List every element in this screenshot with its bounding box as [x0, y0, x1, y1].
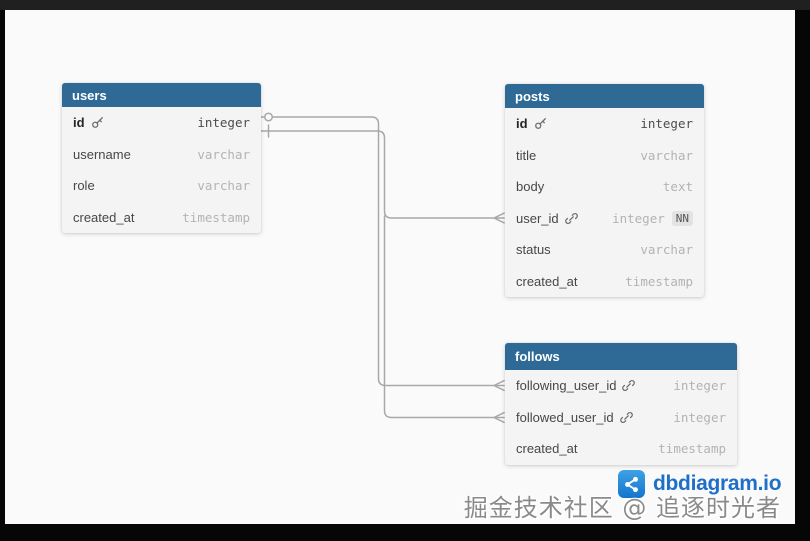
link-icon [564, 212, 578, 225]
field-row-follows-created_at[interactable]: created_at timestamp [505, 433, 737, 465]
field-name: title [516, 147, 537, 163]
table-header-follows[interactable]: follows [505, 343, 737, 370]
field-row-posts-user_id[interactable]: user_id integer NN [505, 203, 704, 235]
table-header-users[interactable]: users [62, 83, 261, 107]
relationship-lines-layer [260, 112, 505, 424]
field-row-users-role[interactable]: role varchar [62, 170, 261, 202]
field-type: timestamp [625, 273, 693, 289]
field-type: text [662, 179, 693, 195]
table-posts[interactable]: posts id integer title varchar body text user_i… [505, 84, 704, 297]
table-title: follows [515, 349, 560, 364]
field-row-posts-created_at[interactable]: created_at timestamp [505, 266, 704, 298]
field-type: varchar [197, 146, 250, 162]
cardinality-one-circle-marker [263, 112, 274, 122]
watermark-text: 掘金技术社区 @ 追逐时光者 [463, 494, 781, 522]
screenshot-frame-top [0, 0, 810, 10]
diagram-canvas[interactable]: users id integer username varchar role varchar… [5, 10, 795, 524]
field-name: role [73, 178, 95, 194]
field-type: integer [197, 115, 250, 131]
field-type: varchar [640, 147, 693, 163]
not-null-badge: NN [671, 210, 693, 226]
field-row-posts-title[interactable]: title varchar [505, 140, 704, 172]
field-name: created_at [516, 273, 578, 289]
field-type: integer [673, 409, 726, 425]
field-type: varchar [197, 178, 250, 194]
link-icon [622, 379, 636, 392]
field-name: body [516, 179, 545, 195]
field-row-follows-following_user_id[interactable]: following_user_id integer [505, 370, 737, 402]
field-row-users-username[interactable]: username varchar [62, 139, 261, 171]
relationship-line-users-follows-followed[interactable] [383, 215, 505, 424]
field-name: user_id [516, 210, 559, 226]
table-header-posts[interactable]: posts [505, 84, 704, 108]
field-row-users-id[interactable]: id integer [62, 107, 261, 139]
table-title: users [72, 87, 107, 103]
key-icon [91, 116, 104, 129]
field-type: timestamp [658, 441, 726, 457]
field-type: integer [640, 116, 693, 132]
field-name: created_at [516, 441, 578, 457]
field-row-posts-body[interactable]: body text [505, 171, 704, 203]
field-name: following_user_id [516, 378, 617, 394]
field-type: timestamp [182, 209, 250, 225]
relationship-line-users-follows-following[interactable] [260, 116, 505, 392]
field-type: varchar [640, 242, 693, 258]
field-row-posts-status[interactable]: status varchar [505, 234, 704, 266]
share-icon [618, 470, 645, 498]
logo-text: dbdiagram.io [653, 472, 782, 495]
field-name: created_at [73, 209, 135, 225]
dbdiagram-logo[interactable]: dbdiagram.io [618, 469, 782, 499]
field-name: status [516, 242, 551, 258]
field-name: followed_user_id [516, 409, 614, 425]
field-name: id [73, 115, 85, 131]
field-type: integer [612, 210, 665, 226]
relationship-line-users-posts[interactable] [260, 130, 505, 224]
field-row-posts-id[interactable]: id integer [505, 108, 704, 140]
field-row-users-created_at[interactable]: created_at timestamp [62, 202, 261, 234]
key-icon [534, 117, 547, 130]
field-name: id [516, 116, 528, 132]
table-users[interactable]: users id integer username varchar role varchar… [62, 83, 261, 233]
table-title: posts [515, 88, 550, 104]
field-row-follows-followed_user_id[interactable]: followed_user_id integer [505, 402, 737, 434]
link-icon [619, 411, 633, 424]
field-name: username [73, 146, 131, 162]
field-type: integer [673, 378, 726, 394]
